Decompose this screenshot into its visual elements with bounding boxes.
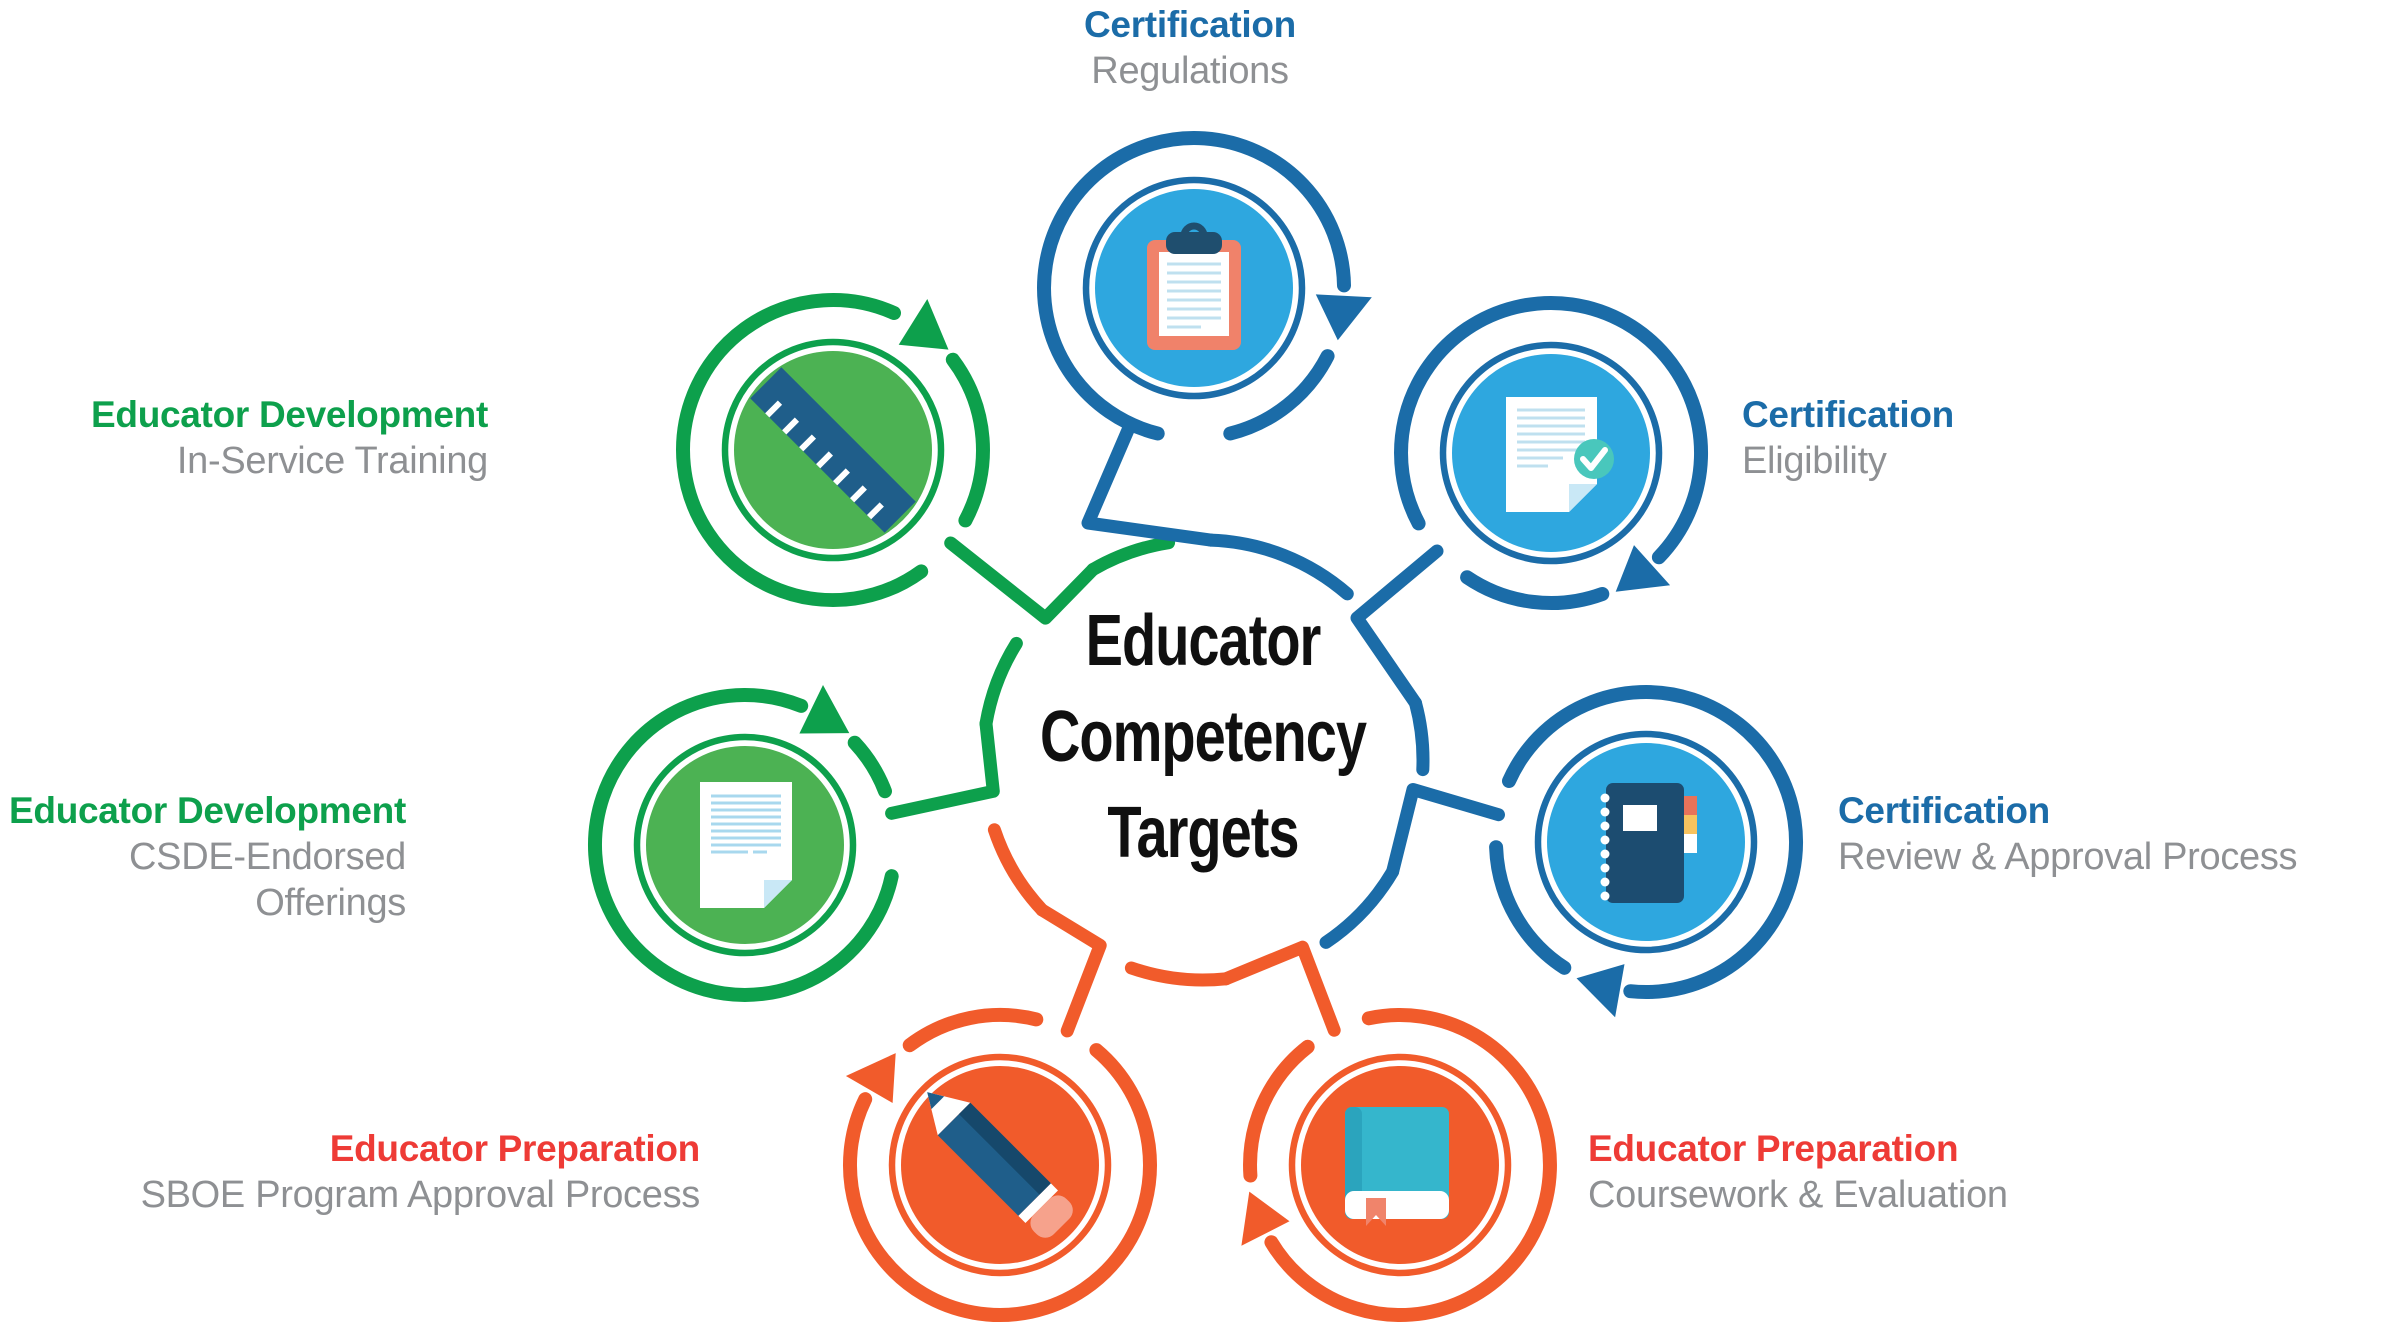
arrow-circle <box>1394 296 1708 565</box>
center-title: Educator Competency Targets <box>943 592 1463 881</box>
inner-ring <box>1288 1053 1512 1277</box>
hub-arc-blue-right-2 <box>1319 865 1400 949</box>
document-icon <box>700 782 792 908</box>
arrowhead <box>898 299 949 350</box>
connector-bottom-left <box>1035 903 1107 1038</box>
hub-arc-green-top <box>1086 536 1176 576</box>
arrow-circle <box>843 1043 1157 1323</box>
label-csde-offerings: Educator Development CSDE-Endorsed Offer… <box>0 788 406 926</box>
label-inservice: Educator Development In-Service Training <box>86 392 488 484</box>
arrowhead <box>845 1053 896 1103</box>
inner-ring <box>633 733 857 957</box>
label-category: Educator Development <box>91 394 488 435</box>
label-review-approval: Certification Review & Approval Process <box>1838 788 2402 880</box>
arrow-circle-tail <box>1243 1039 1315 1183</box>
label-subtitle: Regulations <box>1091 50 1289 92</box>
arrow-circle <box>1037 130 1351 441</box>
arrowhead <box>1615 545 1671 592</box>
arrowhead <box>1576 964 1625 1018</box>
connector-left <box>885 717 1000 820</box>
arrow-circle-tail <box>847 735 892 799</box>
document-check-icon <box>1506 397 1614 512</box>
label-category: Certification <box>1084 4 1296 45</box>
arrow-circle <box>1264 1008 1557 1322</box>
arrowhead <box>799 685 850 734</box>
label-category: Educator Preparation <box>1588 1128 1959 1169</box>
arrow-circle <box>676 293 929 608</box>
label-subtitle: In-Service Training <box>176 440 488 482</box>
clipboard-icon <box>1147 222 1241 350</box>
arrow-circle-tail <box>902 1007 1044 1053</box>
label-sboe-approval: Educator Preparation SBOE Program Approv… <box>100 1126 701 1218</box>
label-subtitle: Review & Approval Process <box>1838 836 2298 878</box>
notebook-icon <box>1600 783 1697 903</box>
inner-ring <box>721 338 945 562</box>
connector-bottom-right <box>1219 940 1341 1037</box>
connector-top-left <box>944 536 1100 625</box>
center-title-line: Educator <box>1085 598 1322 681</box>
hub-arc-orange-bottom <box>1124 961 1233 987</box>
connector-right <box>1386 783 1505 879</box>
node-sboe-approval-badge <box>843 1007 1157 1323</box>
label-coursework: Educator Preparation Coursework & Evalua… <box>1588 1126 2288 1218</box>
arrow-circle-tail <box>1460 570 1610 611</box>
node-regulations-badge <box>1037 130 1372 441</box>
inner-ring <box>1082 176 1306 400</box>
inner-ring <box>888 1053 1112 1277</box>
arrow-circle-tail <box>945 352 990 528</box>
label-subtitle: Coursework & Evaluation <box>1588 1174 2008 1216</box>
label-category: Certification <box>1838 790 2050 831</box>
connector-top <box>1081 417 1218 547</box>
label-subtitle: Eligibility <box>1742 440 1887 482</box>
label-category: Certification <box>1742 394 1954 435</box>
label-eligibility: Certification Eligibility <box>1742 392 2362 484</box>
hub-ring <box>885 417 1505 1038</box>
label-regulations: Certification Regulations <box>980 2 1400 94</box>
arrow-circle <box>588 688 899 1002</box>
hub-arc-blue-top <box>1204 533 1354 601</box>
label-subtitle: SBOE Program Approval Process <box>140 1174 701 1216</box>
node-eligibility-badge <box>1394 296 1708 611</box>
pencil-icon <box>927 1092 1073 1238</box>
ruler-icon <box>750 367 916 533</box>
node-review-approval-badge <box>1489 685 1804 1018</box>
label-subtitle: CSDE-Endorsed Offerings <box>129 836 406 924</box>
arrowhead <box>1241 1191 1290 1246</box>
label-category: Educator Preparation <box>329 1128 701 1169</box>
label-category: Educator Development <box>9 790 406 831</box>
arrow-circle-tail <box>1223 349 1335 441</box>
arrowhead <box>1315 294 1372 341</box>
node-inservice-badge <box>676 293 990 608</box>
center-title-line: Targets <box>1107 790 1299 873</box>
node-csde-offerings-badge <box>588 685 899 1002</box>
hub-arc-orange-left <box>987 823 1049 917</box>
inner-ring <box>1439 341 1663 565</box>
arrow-circle-tail <box>1489 840 1572 975</box>
node-coursework-badge <box>1241 1008 1557 1322</box>
arrow-circle <box>1502 685 1804 999</box>
book-icon <box>1345 1107 1449 1226</box>
center-title-line: Competency <box>1039 694 1367 777</box>
inner-ring <box>1534 730 1758 954</box>
connector-top-right <box>1350 544 1444 710</box>
